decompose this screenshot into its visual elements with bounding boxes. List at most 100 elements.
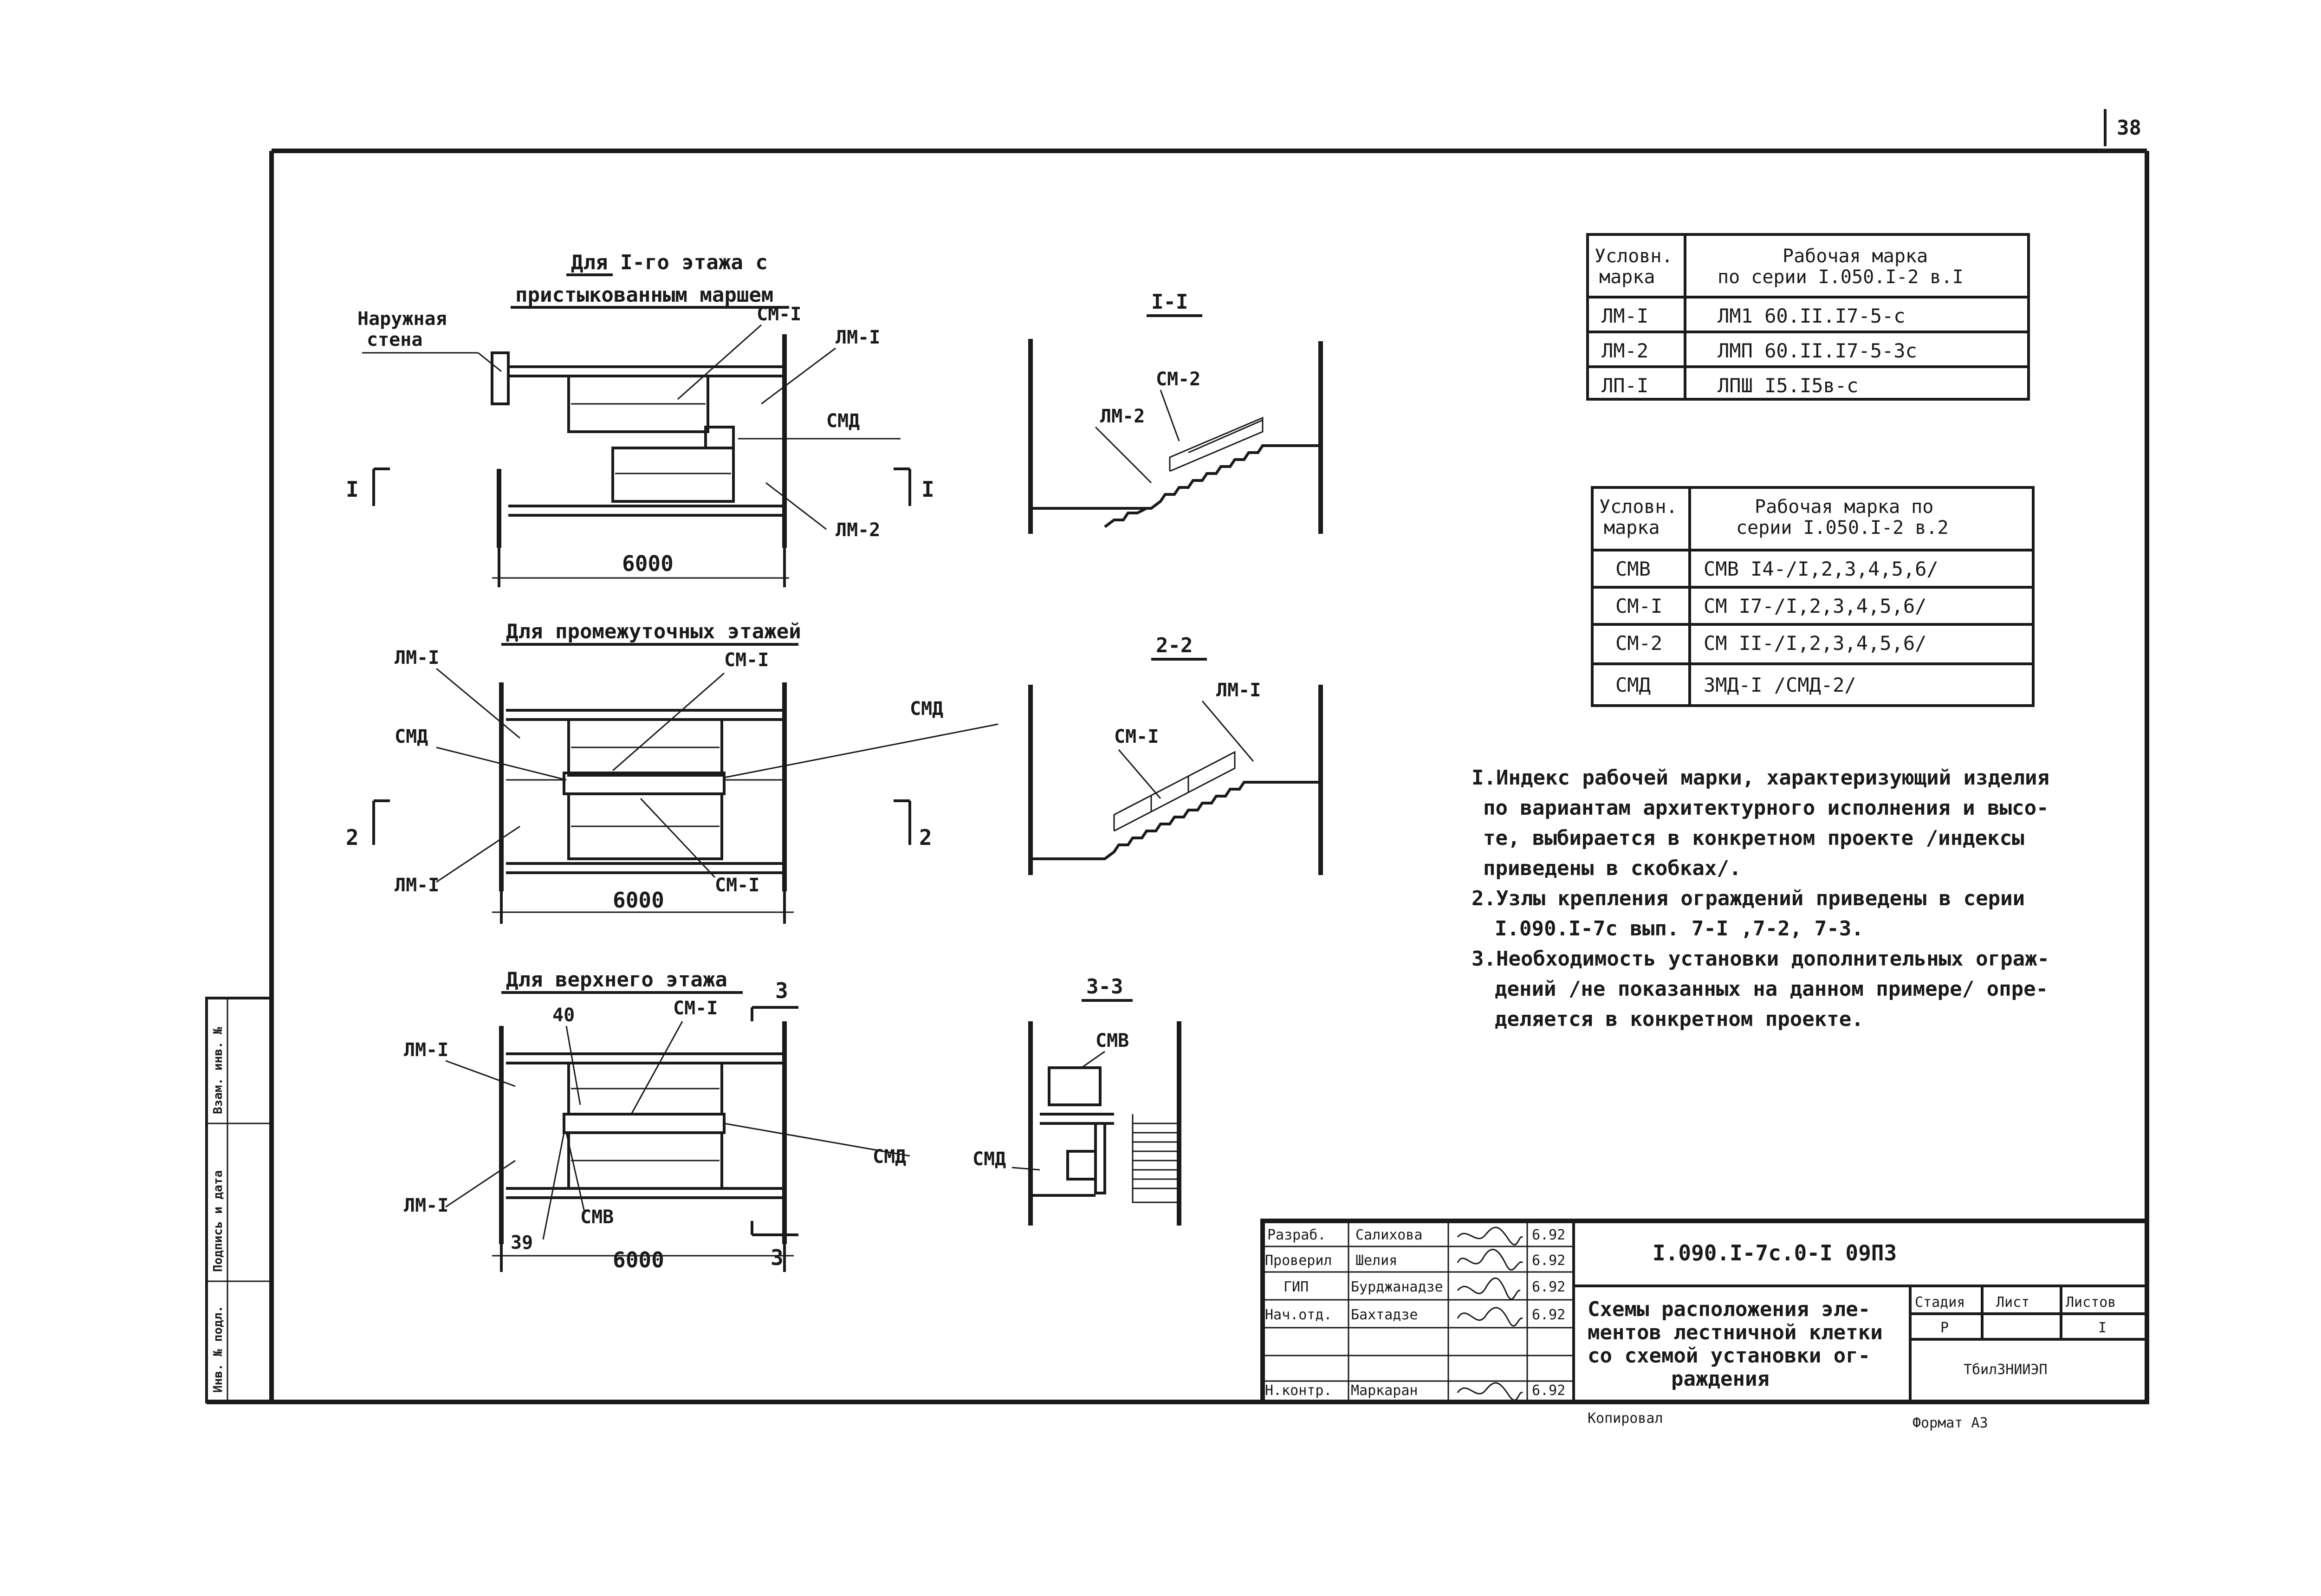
- plan3-title: Для верхнего этажа: [506, 968, 727, 992]
- stamp-name-3: Бурджанадзе: [1351, 1279, 1443, 1295]
- stamp-organization: ТбилЗНИИЭП: [1964, 1362, 2048, 1378]
- page-number: 38: [2117, 116, 2141, 140]
- table2-r2-work: СМ I7-/I,2,3,4,5,6/: [1704, 595, 1926, 617]
- table2-r1-mark: СМВ: [1615, 558, 1651, 580]
- note-line-2: по вариантам архитектурного исполнения и…: [1483, 796, 2049, 820]
- plan3-section-bottom: 3: [771, 1245, 784, 1270]
- table1-header-work-2: по серии I.050.I-2 в.I: [1718, 266, 1964, 288]
- stamp-title-2: ментов лестничной клетки: [1588, 1321, 1883, 1344]
- stamp-role-7: Н.контр.: [1265, 1382, 1332, 1399]
- side-stamp: Инв. № подл. Подпись и дата Взам. инв. №: [205, 997, 273, 1403]
- plan-middle-floors: Для промежуточных этажей ЛМ-I СМ-I СМД С…: [346, 620, 998, 924]
- plan-top-floor: Для верхнего этажа ЛМ-I 40 СМ-I СМД ЛМ-I…: [404, 968, 910, 1272]
- plan2-om1-bottom-label: СМ-I: [715, 875, 759, 896]
- table-1: Условн. марка Рабочая марка по серии I.0…: [1586, 233, 2030, 401]
- plan2-section-left: 2: [346, 825, 359, 850]
- table2-r4-mark: СМД: [1615, 674, 1651, 696]
- stamp-sheets-label: Листов: [2066, 1294, 2116, 1311]
- side-stamp-replace: Взам. инв. №: [211, 1027, 225, 1114]
- plan-first-floor: Для I-го этажа с пристыкованным маршем Н…: [346, 251, 934, 587]
- stamp-name-7: Маркаран: [1351, 1382, 1418, 1399]
- table1-header-work-1: Рабочая марка: [1783, 246, 1928, 267]
- stamp-date-3: 6.92: [1532, 1279, 1565, 1295]
- note-line-1: I.Индекс рабочей марки, характеризующий …: [1472, 766, 2049, 790]
- note-line-3: те, выбирается в конкретном проекте /инд…: [1483, 826, 2024, 850]
- signatures: [1457, 1226, 1524, 1401]
- table1-r2-work: ЛМП 60.II.I7-5-3с: [1718, 339, 1917, 362]
- notes: I.Индекс рабочей марки, характеризующий …: [1472, 766, 2049, 1031]
- table2-header-mark-1: Условн.: [1599, 496, 1678, 518]
- plan1-dimension: 6000: [622, 551, 674, 576]
- section3-omv-label: СМВ: [1096, 1030, 1129, 1051]
- stamp-role-2: Проверил: [1265, 1252, 1332, 1269]
- stamp-name-4: Бахтадзе: [1351, 1307, 1418, 1323]
- section2-title: 2-2: [1156, 634, 1193, 657]
- plan2-omd-left-label: СМД: [395, 726, 428, 747]
- stamp-date-1: 6.92: [1532, 1227, 1565, 1243]
- note-line-5: 2.Узлы крепления ограждений приведены в …: [1472, 887, 2025, 910]
- plan1-lm2-label: ЛМ-2: [836, 519, 880, 541]
- plan2-lm1-bottom-label: ЛМ-I: [395, 875, 439, 896]
- stamp-role-3: ГИП: [1284, 1279, 1309, 1295]
- footer-copied: Копировал: [1588, 1410, 1663, 1427]
- section1-lm2-label: ЛМ-2: [1100, 406, 1145, 427]
- note-line-4: приведены в скобках/.: [1483, 856, 1741, 880]
- section-3-3: 3-3 СМВ СМД: [972, 975, 1181, 1226]
- stamp-title-1: Схемы расположения эле-: [1588, 1298, 1870, 1321]
- plan1-outer-wall-label1: Наружная: [357, 308, 447, 330]
- plan2-title: Для промежуточных этажей: [506, 620, 801, 643]
- section-1-1: I-I СМ-2 ЛМ-2: [1028, 290, 1323, 534]
- plan2-omd-right-label: СМД: [910, 698, 943, 720]
- section1-title: I-I: [1151, 290, 1188, 314]
- footer-format: Формат А3: [1913, 1415, 1988, 1431]
- note-line-8: дений /не показанных на данном примере/ …: [1495, 977, 2048, 1001]
- plan3-omv-label: СМВ: [580, 1207, 614, 1228]
- title-block: Разраб. Салихова 6.92 Проверил Шелия 6.9…: [1260, 1219, 2149, 1404]
- table1-r3-mark: ЛП-I: [1601, 374, 1648, 397]
- plan2-lm1-top-label: ЛМ-I: [395, 647, 439, 668]
- stamp-name-2: Шелия: [1355, 1252, 1397, 1269]
- plan2-dimension: 6000: [613, 888, 664, 913]
- table2-r2-mark: СМ-I: [1615, 595, 1662, 617]
- section3-omd-label: СМД: [972, 1148, 1006, 1170]
- side-stamp-inv: Инв. № подл.: [211, 1305, 225, 1393]
- stamp-name-1: Салихова: [1355, 1227, 1423, 1243]
- plan3-lm1-top-label: ЛМ-I: [404, 1039, 448, 1061]
- table-2: Условн. марка Рабочая марка по серии I.0…: [1591, 486, 2035, 707]
- table1-r1-work: ЛМ1 60.II.I7-5-с: [1718, 305, 1906, 327]
- plan3-section-top: 3: [775, 978, 788, 1003]
- side-stamp-sign: Подпись и дата: [211, 1170, 225, 1272]
- plan3-dimension: 6000: [613, 1247, 664, 1272]
- plan1-section-right: I: [921, 477, 934, 502]
- table2-header-work-1: Рабочая марка по: [1755, 496, 1933, 518]
- stamp-role-1: Разраб.: [1267, 1227, 1326, 1243]
- plan1-outer-wall-label2: стена: [367, 329, 422, 350]
- table1-r3-work: ЛПШ I5.I5в-с: [1718, 374, 1858, 397]
- stamp-stage-label: Стадия: [1915, 1294, 1965, 1311]
- plan3-om1-label: СМ-I: [673, 998, 718, 1019]
- table2-r4-work: ЗМД-I /СМД-2/: [1704, 674, 1856, 696]
- plan2-om1-top-label: СМ-I: [724, 649, 769, 671]
- plan2-section-right: 2: [919, 825, 932, 850]
- stamp-date-4: 6.92: [1532, 1307, 1565, 1323]
- table2-header-work-2: серии I.050.I-2 в.2: [1736, 517, 1949, 538]
- table1-r1-mark: ЛМ-I: [1601, 305, 1648, 327]
- stamp-sheets: I: [2098, 1320, 2107, 1336]
- stamp-stage: Р: [1940, 1320, 1949, 1336]
- plan1-om1-label: СМ-I: [757, 304, 801, 325]
- plan1-section-left: I: [346, 477, 359, 502]
- section3-title: 3-3: [1086, 975, 1123, 999]
- plan3-dim-40: 40: [552, 1005, 575, 1026]
- stamp-title-4: раждения: [1671, 1367, 1770, 1391]
- section1-om2-label: СМ-2: [1156, 369, 1200, 390]
- stamp-date-2: 6.92: [1532, 1252, 1565, 1269]
- table1-header-mark-1: Условн.: [1595, 246, 1673, 267]
- stamp-doc-code: I.090.I-7с.0-I 09ПЗ: [1653, 1240, 1897, 1265]
- stamp-date-7: 6.92: [1532, 1382, 1565, 1399]
- plan3-lm1-bottom-label: ЛМ-I: [404, 1195, 448, 1216]
- table2-header-mark-2: марка: [1604, 517, 1660, 538]
- plan1-title-line1: Для I-го этажа с: [571, 251, 768, 274]
- plan3-dim-39: 39: [511, 1232, 533, 1253]
- plan1-omd-label: СМД: [826, 410, 860, 432]
- note-line-7: 3.Необходимость установки дополнительных…: [1472, 947, 2049, 971]
